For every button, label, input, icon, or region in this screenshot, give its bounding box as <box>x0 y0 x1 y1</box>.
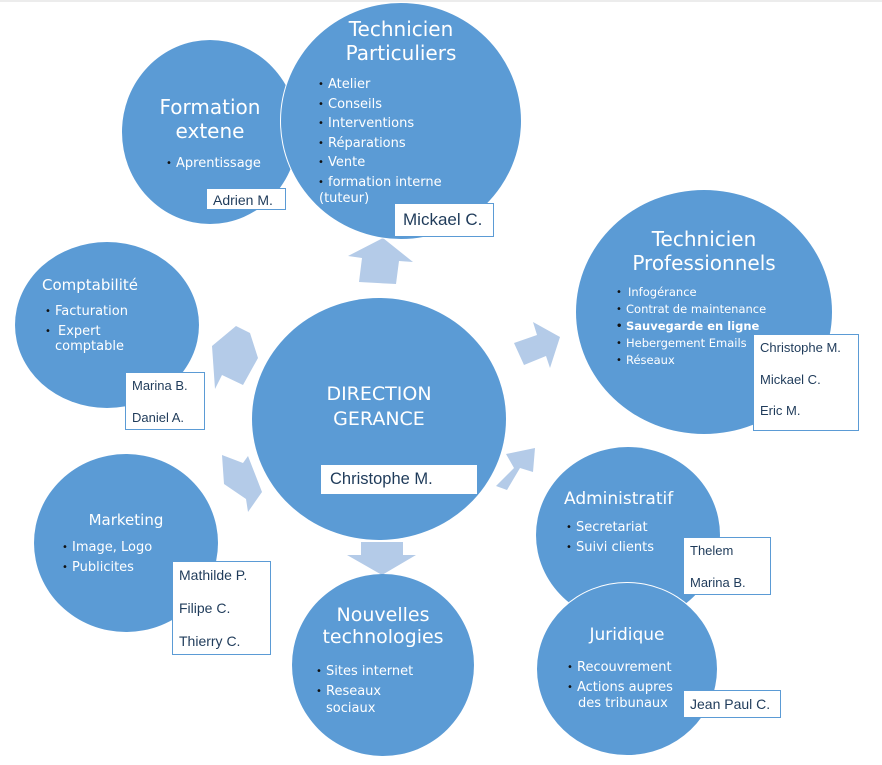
person-name: Mickael C. <box>760 372 821 387</box>
person-name: Jean Paul C. <box>690 696 771 712</box>
people-box-comptabilite: Marina B. Daniel A. <box>125 372 205 430</box>
people-box-juridique: Jean Paul C. <box>683 690 781 718</box>
node-title: Juridique <box>589 625 665 645</box>
person-name: Daniel A. <box>132 410 185 425</box>
list-item: Hebergement Emails <box>616 335 766 352</box>
person-name: Thelem <box>690 543 734 558</box>
item-list: Secretariat Suivi clients <box>566 518 654 557</box>
person-name: Marina B. <box>132 378 188 393</box>
list-item: Publicites <box>62 558 152 578</box>
list-item: Réseaux <box>616 352 766 369</box>
list-item: Réparations <box>318 134 442 154</box>
node-title: Comptabilité <box>42 276 138 294</box>
arrow-left-up-icon <box>212 326 258 389</box>
title-line: technologies <box>322 626 444 649</box>
title-line: Technicien <box>651 227 757 251</box>
list-item: Interventions <box>318 114 442 134</box>
list-item: Contrat de maintenance <box>616 301 766 318</box>
list-item-continuation: sociaux <box>326 701 376 716</box>
person-name: Mathilde P. <box>179 567 248 583</box>
node-title: Formation extene <box>122 95 298 143</box>
item-list: Atelier Conseils Interventions Réparatio… <box>318 75 442 192</box>
item-list: Aprentissage <box>166 154 261 174</box>
title-line: Professionnels <box>632 250 776 275</box>
list-item: Reseaux <box>316 682 413 702</box>
arrow-right-up-icon <box>514 322 560 368</box>
people-box-marketing: Mathilde P. Filipe C. Thierry C. <box>172 561 271 655</box>
list-item-continuation: comptable <box>55 339 124 354</box>
list-item: Atelier <box>318 75 442 95</box>
title-line: Formation <box>159 95 261 119</box>
list-item: Expert <box>45 322 128 342</box>
top-border <box>0 0 882 2</box>
item-list: Facturation Expert <box>45 302 128 341</box>
list-item-continuation: (tuteur) <box>319 191 370 206</box>
node-title: DIRECTION GERANCE <box>252 382 506 432</box>
title-line: extene <box>175 118 245 143</box>
list-item: Secretariat <box>566 518 654 538</box>
arrow-right-down-icon <box>496 448 535 490</box>
node-title: Technicien Professionnels <box>576 227 832 275</box>
person-name: Thierry C. <box>179 633 241 649</box>
arrow-down-icon <box>347 542 416 575</box>
list-item: formation interne <box>318 173 442 193</box>
people-box-direction: Christophe M. <box>320 464 478 495</box>
people-box-formation-externe: Adrien M. <box>206 188 286 210</box>
list-item: Image, Logo <box>62 538 152 558</box>
list-item: Vente <box>318 153 442 173</box>
node-title: Marketing <box>88 511 164 529</box>
node-nouvelles-technologies: Nouvelles technologies Sites internet Re… <box>292 574 474 756</box>
list-item: Infogérance <box>616 284 766 301</box>
person-name: Eric M. <box>760 403 801 418</box>
item-list: Image, Logo Publicites <box>62 538 152 577</box>
list-item-continuation: des tribunaux <box>578 696 668 711</box>
node-technicien-particuliers: Technicien Particuliers Atelier Conseils… <box>280 2 522 240</box>
item-list: Sites internet Reseaux <box>316 662 413 701</box>
list-item: Suivi clients <box>566 538 654 558</box>
title-line: Technicien <box>348 17 454 41</box>
list-item: Sites internet <box>316 662 413 682</box>
arrow-up-icon <box>348 238 413 284</box>
arrow-left-down-icon <box>222 455 262 512</box>
person-name: Christophe M. <box>330 470 433 488</box>
list-item: Conseils <box>318 95 442 115</box>
item-list: Recouvrement Actions aupres <box>567 658 673 697</box>
item-list: Infogérance Contrat de maintenance Sauve… <box>616 284 766 369</box>
list-item: Recouvrement <box>567 658 673 678</box>
people-box-administratif: Thelem Marina B. <box>683 537 771 595</box>
node-title: Administratif <box>564 489 674 509</box>
person-name: Marina B. <box>690 575 746 590</box>
people-box-technicien-particuliers: Mickael C. <box>394 203 494 237</box>
title-line: Nouvelles <box>336 604 430 626</box>
node-direction-gerance: DIRECTION GERANCE <box>252 298 506 540</box>
node-title: Technicien Particuliers <box>281 17 521 65</box>
people-box-technicien-professionnels: Christophe M. Mickael C. Eric M. <box>753 334 859 431</box>
person-name: Mickael C. <box>403 210 483 229</box>
title-line: GERANCE <box>333 408 425 430</box>
title-line: Particuliers <box>345 40 457 65</box>
person-name: Christophe M. <box>760 340 841 355</box>
person-name: Filipe C. <box>179 600 231 616</box>
list-item: Facturation <box>45 302 128 322</box>
person-name: Adrien M. <box>213 192 273 208</box>
list-item: Aprentissage <box>166 154 261 174</box>
list-item: Sauvegarde en ligne <box>616 318 766 335</box>
title-line: DIRECTION <box>326 383 432 405</box>
list-item: Actions aupres <box>567 678 673 698</box>
node-title: Nouvelles technologies <box>292 604 474 649</box>
node-juridique: Juridique Recouvrement Actions aupres de… <box>536 582 718 756</box>
